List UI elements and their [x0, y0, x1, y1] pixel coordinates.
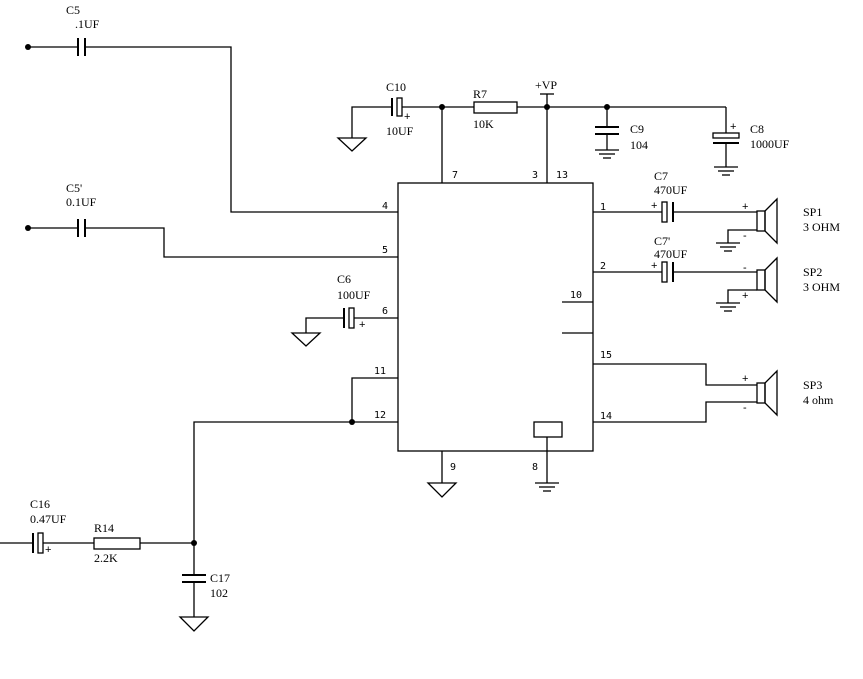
- pin-6-label: 6: [382, 306, 388, 317]
- c10-ref: C10: [386, 80, 406, 94]
- c16-value: 0.47UF: [30, 512, 67, 526]
- wire-pin12: [193, 421, 398, 543]
- sp1-minus: -: [743, 230, 747, 242]
- c7p-plate-a: [661, 261, 668, 283]
- sp2-ref: SP2: [803, 265, 822, 279]
- pin-14-label: 14: [600, 411, 612, 422]
- r14-value: 2.2K: [94, 551, 118, 565]
- sp1-ref: SP1: [803, 205, 822, 219]
- sp3-minus: -: [743, 402, 747, 414]
- sp2-value: 3 OHM: [803, 280, 840, 294]
- pin-12-label: 12: [374, 410, 386, 421]
- c5p-value: 0.1UF: [66, 195, 97, 209]
- c6-value: 100UF: [337, 288, 371, 302]
- ground-icon: [426, 482, 458, 498]
- c5-ref: C5: [66, 3, 80, 17]
- c16-plus: +: [45, 544, 51, 556]
- sp1-value: 3 OHM: [803, 220, 840, 234]
- pin-9-label: 9: [450, 462, 456, 473]
- wire-c10-ground: [351, 106, 392, 138]
- pin-5-label: 5: [382, 245, 388, 256]
- c8-value: 1000UF: [750, 137, 790, 151]
- amplifier-ic-body: [397, 182, 594, 452]
- c10-plus: +: [404, 111, 410, 123]
- pin-2-label: 2: [600, 261, 606, 272]
- c7-value: 470UF: [654, 183, 688, 197]
- sp2-plus: +: [742, 290, 748, 302]
- ground-icon: [336, 137, 368, 152]
- c8-ref: C8: [750, 122, 764, 136]
- pin-1-label: 1: [600, 202, 606, 213]
- sp3-ref: SP3: [803, 378, 822, 392]
- c17-ref: C17: [210, 571, 230, 585]
- c10-plate-b: [396, 97, 403, 117]
- c7p-plus: +: [651, 260, 657, 272]
- speaker-icon: [756, 197, 778, 245]
- r14-body: [93, 537, 141, 550]
- c9-ref: C9: [630, 122, 644, 136]
- speaker-icon: [756, 369, 778, 417]
- c8-plus: +: [730, 121, 736, 133]
- r7-ref: R7: [473, 87, 487, 101]
- sp3-plus: +: [742, 373, 748, 385]
- wire-pin14-sp3: [593, 401, 757, 423]
- pin-11-label: 11: [374, 366, 386, 377]
- pin-15-label: 15: [600, 350, 612, 361]
- c6-plate-b: [348, 307, 355, 329]
- speaker-icon: [756, 256, 778, 304]
- ic-heatsink-tab: [533, 421, 563, 438]
- c10-value: 10UF: [386, 124, 414, 138]
- c16-ref: C16: [30, 497, 50, 511]
- sp2-minus: -: [743, 262, 747, 274]
- c16-plate-b: [37, 532, 44, 554]
- pin-10-label: 10: [570, 290, 582, 301]
- r14-ref: R14: [94, 521, 114, 535]
- pin-8-label: 8: [532, 462, 538, 473]
- sp1-plus: +: [742, 201, 748, 213]
- c5p-ref: C5': [66, 181, 82, 195]
- wire-c5p-pin5: [85, 227, 398, 258]
- polyline-shape: [305, 317, 344, 333]
- pin-3-label: 3: [532, 170, 538, 181]
- c9-value: 104: [630, 138, 648, 152]
- c7-plus: +: [651, 200, 657, 212]
- c7-ref: C7: [654, 169, 668, 183]
- vp-label: +VP: [535, 78, 557, 92]
- ground-icon: [178, 616, 210, 632]
- polyline-shape: [727, 229, 757, 243]
- polyline-shape: [727, 289, 757, 303]
- sp3-value: 4 ohm: [803, 393, 834, 407]
- c7p-ref: C7': [654, 234, 670, 248]
- pin-7-label: 7: [452, 170, 458, 181]
- polyline-shape: [351, 377, 398, 422]
- c7p-value: 470UF: [654, 247, 688, 261]
- wire-c5-pin4: [85, 46, 398, 213]
- c5-value: .1UF: [75, 17, 100, 31]
- c17-value: 102: [210, 586, 228, 600]
- ground-icon: [290, 332, 322, 347]
- r7-body: [473, 101, 518, 114]
- r7-value: 10K: [473, 117, 494, 131]
- c8-plate-a: [712, 132, 740, 139]
- c6-plus: +: [359, 319, 365, 331]
- c6-ref: C6: [337, 272, 351, 286]
- c7-plate-a: [661, 201, 668, 223]
- pin-4-label: 4: [382, 201, 388, 212]
- pin-13-label: 13: [556, 170, 568, 181]
- wire-pin15-sp3: [593, 363, 757, 386]
